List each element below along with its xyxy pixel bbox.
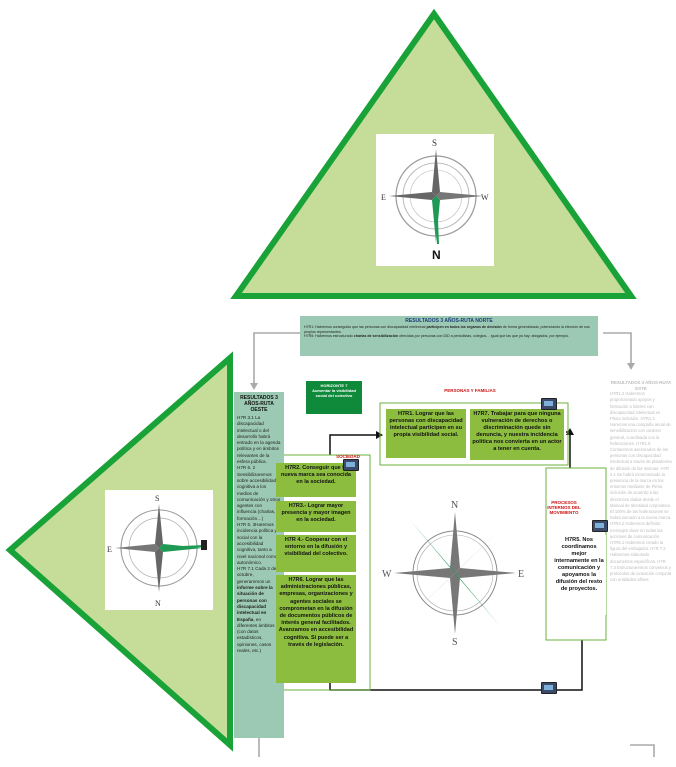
east-results-title: RESULTADOS 3 AÑOS-RUTA ESTE (610, 380, 672, 391)
compass-label-s: S (452, 637, 458, 648)
area-label-procesos: PROCESOS INTERNOS DEL MOVIMIENTO (547, 500, 581, 515)
compass-rose-icon: N S E W (382, 500, 524, 648)
objective-h7r2: H7R2. Conseguir que la nueva marca sea c… (276, 463, 356, 497)
horizon-text: Aumentar la visibilidad social del colec… (312, 388, 356, 398)
east-results-box: RESULTADOS 3 AÑOS-RUTA ESTE H7R1.2 Habre… (610, 380, 672, 748)
compass-label-w: W (206, 534, 212, 540)
arrow-north-to-west (253, 332, 300, 385)
objective-h7r6: H7R6. Lograr que las administraciones pú… (276, 575, 356, 683)
compass-label-w: W (481, 193, 489, 202)
north-results-line1: H7R1: Habremos conseguido que las person… (304, 325, 590, 334)
west-results-p1: H7R 3.1 La discapacidad intelectual o de… (237, 415, 281, 465)
compass-label-e: E (518, 569, 524, 580)
compass-label-s: S (432, 138, 437, 148)
laptop-icon (343, 459, 359, 471)
arrow-north-to-east (603, 332, 632, 365)
laptop-icon (541, 682, 557, 694)
west-results-box: RESULTADOS 3 AÑOS-RUTA OESTE H7R 3.1 La … (234, 392, 284, 738)
west-results-title: RESULTADOS 3 AÑOS-RUTA OESTE (240, 395, 278, 413)
compass-rose-icon: S N E W (381, 138, 489, 262)
arrow-sociedad-to-personas (329, 434, 378, 455)
area-label-personas: PERSONAS Y FAMILIAS (444, 388, 496, 393)
compass-label-e: E (381, 193, 386, 202)
objective-h7r1: H7R1. Lograr que las personas con discap… (386, 409, 466, 458)
east-results-text: H7R1.2 Habremos proporcionado apoyos y f… (610, 391, 672, 583)
west-results-p3: H7R 6. 3Haremos incidencia política y so… (237, 522, 278, 565)
west-results-p2: H7R 6. 2 Sensibilizaremos sobre accesibi… (237, 465, 281, 521)
objective-h7r5: H7R5. Nos coordinamos mejor internamente… (552, 535, 606, 615)
laptop-icon (541, 398, 557, 410)
personas-frame (379, 402, 569, 466)
horizon-label: HORIZONTE 7 (320, 383, 348, 388)
north-results-line2: H7R5: Habremos estructurado charlas de s… (304, 334, 570, 339)
procesos-frame (545, 467, 607, 641)
compass-label-n: N (432, 248, 441, 262)
arrow-procesos-to-sociedad (329, 640, 583, 691)
north-results-box: RESULTADOS 3 AÑOS-RUTA NORTE H7R1: Habre… (300, 316, 598, 356)
compass-rose-icon: S N E W (107, 494, 212, 608)
compass-label-e: E (107, 545, 112, 554)
compass-image-center: N S E W (380, 498, 530, 648)
objective-h7r3: H7R3.- Lograr mayor presencia y mayor im… (276, 501, 356, 532)
compass-label-s: S (155, 494, 159, 503)
compass-image-west: S N E W (105, 490, 213, 610)
compass-image-north: S N E W (376, 134, 494, 266)
laptop-icon (592, 520, 608, 532)
west-results-p4: H7R 7.1 Cada 2 de octubre, generaremos u… (237, 566, 277, 653)
area-label-sociedad: SOCIEDAD (336, 454, 360, 459)
objective-h7r7: H7R7. Trabajar para que ninguna vulnerac… (470, 409, 564, 460)
compass-label-w: W (382, 569, 392, 580)
compass-label-n: N (451, 500, 458, 511)
arrow-bottom-right (630, 744, 655, 757)
objective-h7r4: H7R 4.- Cooperar con el entorno en la di… (276, 535, 356, 572)
north-results-title: RESULTADOS 3 AÑOS-RUTA NORTE (405, 318, 493, 324)
compass-label-n: N (155, 599, 161, 608)
horizon-box: HORIZONTE 7 Aumentar la visibilidad soci… (306, 381, 362, 414)
